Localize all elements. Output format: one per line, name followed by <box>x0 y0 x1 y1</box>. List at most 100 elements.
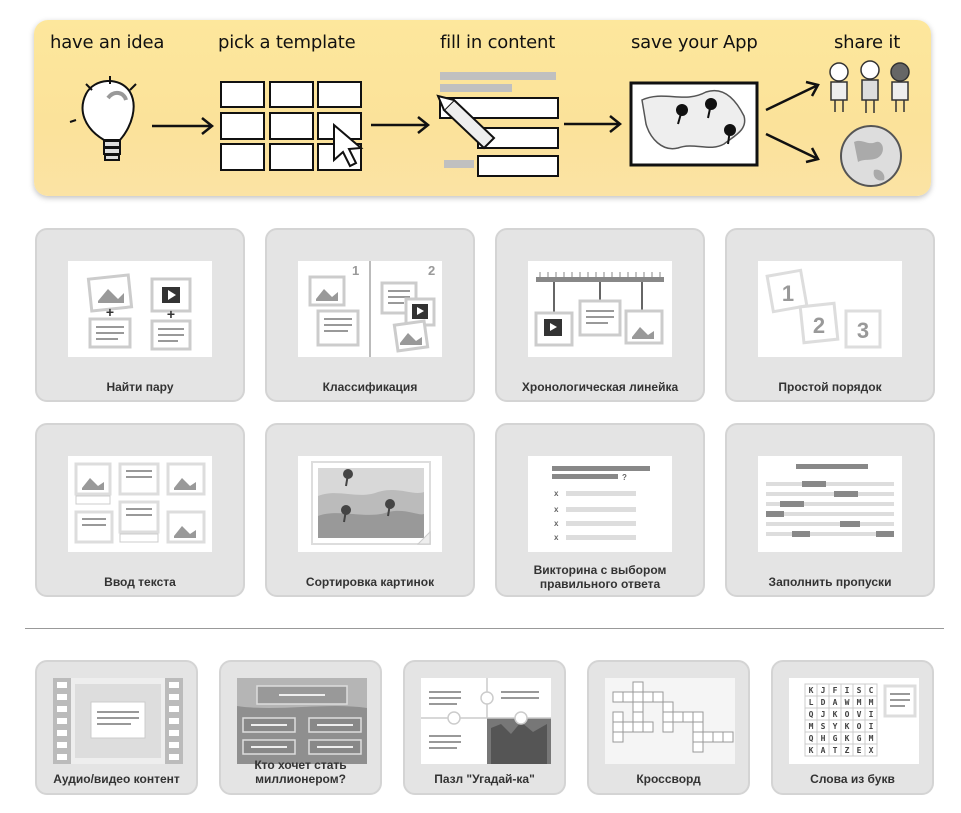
word-grid-letter: S <box>857 686 862 695</box>
step-label-save: save your App <box>631 32 758 53</box>
word-grid-letter: M <box>809 722 814 731</box>
svg-text:x: x <box>554 505 559 514</box>
word-grid-letter: J <box>821 710 826 719</box>
simple-order-thumbnail: 1 2 3 <box>758 261 902 357</box>
template-card-simple-order[interactable]: 1 2 3 Простой порядок <box>725 228 935 402</box>
word-grid-letter: K <box>833 710 838 719</box>
template-card-classification[interactable]: 1 2 Классификация <box>265 228 475 402</box>
template-label: Заполнить пропуски <box>768 575 892 589</box>
word-grid-letter: F <box>833 686 838 695</box>
word-grid-letter: Q <box>809 710 814 719</box>
how-it-works-banner: have an idea pick a template fill in con… <box>34 20 931 196</box>
word-grid-letter: V <box>857 710 862 719</box>
extra-label: Аудио/видео контент <box>53 772 180 786</box>
word-grid-letter: S <box>821 722 826 731</box>
word-grid-letter: A <box>821 746 826 755</box>
word-grid-letter: I <box>869 710 874 719</box>
word-grid-letter: M <box>869 698 874 707</box>
word-grid-letter: H <box>821 734 826 743</box>
word-grid-letter: W <box>845 698 850 707</box>
lightbulb-icon <box>69 76 137 161</box>
arrow-right-icon <box>152 117 215 135</box>
step-label-content: fill in content <box>440 32 556 53</box>
extra-label: Кто хочет стать миллионером? <box>254 758 347 786</box>
template-label: Сортировка картинок <box>305 575 435 589</box>
crossword-thumbnail <box>605 678 735 764</box>
timeline-thumbnail <box>528 261 672 357</box>
arrow-right-icon <box>371 116 431 134</box>
word-grid-cell <box>864 743 878 757</box>
word-grid-letter: C <box>869 686 874 695</box>
template-card-text-input[interactable]: Ввод текста <box>35 423 245 597</box>
people-icon <box>829 60 910 113</box>
template-card-matching-pairs[interactable]: + + Найти пару <box>35 228 245 402</box>
word-grid-letter: K <box>809 746 814 755</box>
globe-icon <box>840 125 902 187</box>
matching-pairs-thumbnail: + + <box>68 261 212 357</box>
word-grid-letter: M <box>857 698 862 707</box>
word-grid-letter: O <box>845 710 850 719</box>
svg-text:?: ? <box>622 473 627 482</box>
extra-card-millionaire[interactable]: Кто хочет стать миллионером? <box>219 660 382 795</box>
extra-card-puzzle[interactable]: Пазл "Угадай-ка" <box>403 660 566 795</box>
extra-label: Слова из букв <box>810 772 895 786</box>
step-label-idea: have an idea <box>50 32 165 53</box>
template-label: Ввод текста <box>104 575 176 589</box>
word-grid-letter: K <box>809 686 814 695</box>
word-grid-letter: D <box>821 698 826 707</box>
text-input-thumbnail <box>68 456 212 552</box>
order-number: 1 <box>782 281 794 306</box>
word-grid-letter: T <box>833 746 838 755</box>
word-grid-letter: Z <box>845 746 850 755</box>
extra-card-audio-video[interactable]: Аудио/видео контент <box>35 660 198 795</box>
banner-illustration <box>69 60 910 187</box>
classification-thumbnail: 1 2 <box>298 261 442 357</box>
template-card-multiple-choice-quiz[interactable]: ? x x x x Викторина с выбором правильног… <box>495 423 705 597</box>
template-card-image-sorting[interactable]: Сортировка картинок <box>265 423 475 597</box>
word-grid-letter: E <box>857 746 862 755</box>
word-grid-letter: O <box>857 722 862 731</box>
svg-text:x: x <box>554 533 559 542</box>
fill-blanks-thumbnail <box>758 456 902 552</box>
classification-number: 1 <box>352 263 359 278</box>
classification-number: 2 <box>428 263 435 278</box>
order-number: 3 <box>857 318 869 343</box>
extra-label: Пазл "Угадай-ка" <box>434 772 535 786</box>
template-label: Найти пару <box>106 380 174 394</box>
word-grid-letter: G <box>833 734 838 743</box>
svg-text:x: x <box>554 489 559 498</box>
section-divider <box>25 628 944 629</box>
word-grid-letter: Q <box>809 734 814 743</box>
step-label-share: share it <box>834 32 901 53</box>
share-arrows-icon <box>765 80 820 164</box>
template-card-fill-in-blanks[interactable]: Заполнить пропуски <box>725 423 935 597</box>
image-sorting-thumbnail <box>298 456 442 552</box>
template-label: Классификация <box>322 380 418 394</box>
svg-text:x: x <box>554 519 559 528</box>
word-grid-letter: I <box>869 722 874 731</box>
template-label: Хронологическая линейка <box>521 380 679 394</box>
form-fill-icon <box>436 72 559 177</box>
template-card-timeline[interactable]: Хронологическая линейка <box>495 228 705 402</box>
word-grid-letter: K <box>845 722 850 731</box>
word-grid-letter: A <box>833 698 838 707</box>
svg-text:+: + <box>167 306 175 322</box>
puzzle-thumbnail <box>421 678 551 764</box>
extra-label: Кроссворд <box>636 772 701 786</box>
order-number: 2 <box>813 313 825 338</box>
word-grid-letter: G <box>857 734 862 743</box>
word-grid-letter: Y <box>833 722 838 731</box>
quiz-thumbnail: ? x x x x <box>528 456 672 552</box>
millionaire-thumbnail <box>237 678 367 764</box>
word-grid-letter: I <box>845 686 850 695</box>
template-grid-icon <box>220 81 364 171</box>
word-grid-letter: J <box>821 686 826 695</box>
arrow-right-icon <box>564 115 623 133</box>
word-grid-letter: X <box>869 746 874 755</box>
word-grid-letter: L <box>809 698 814 707</box>
extra-card-crossword[interactable]: Кроссворд <box>587 660 750 795</box>
word-grid-letter: K <box>845 734 850 743</box>
map-icon <box>629 81 759 167</box>
